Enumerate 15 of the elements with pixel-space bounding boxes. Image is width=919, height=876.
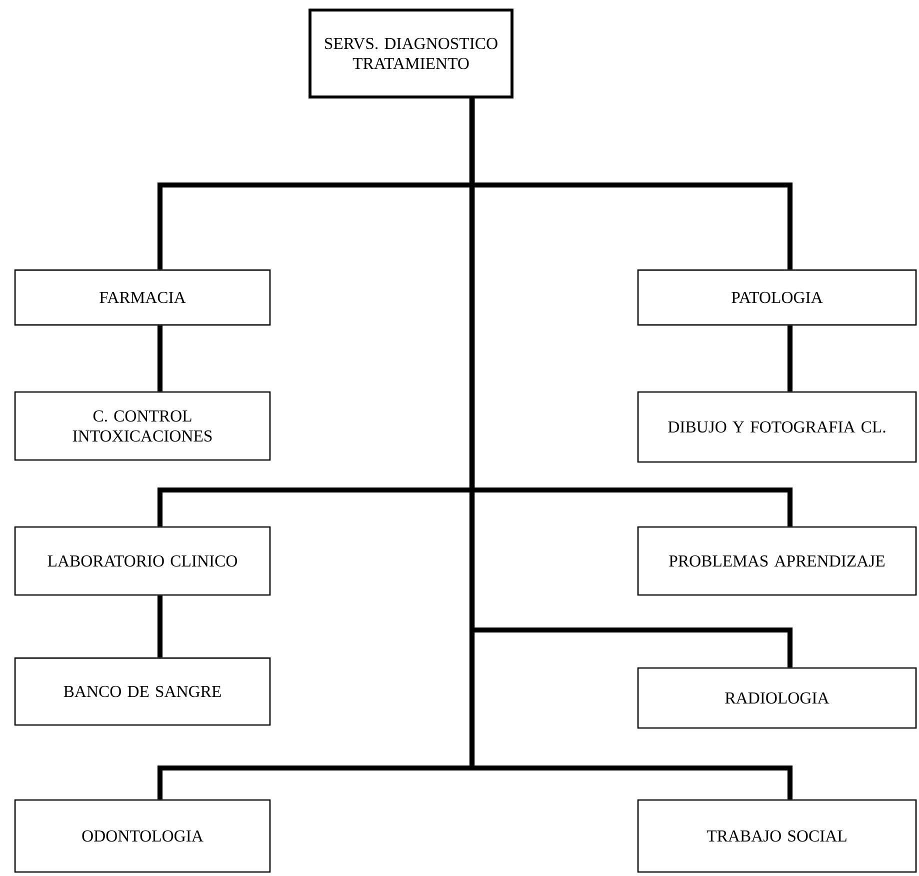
- unit-box: FARMACIA: [14, 269, 271, 326]
- root-box: SERVS. DIAGNOSTICO TRATAMIENTO: [308, 8, 514, 98]
- connector-line: [157, 326, 163, 392]
- connector-line: [469, 98, 793, 800]
- unit-box: C. CONTROL INTOXICACIONES: [14, 391, 271, 461]
- connector-line: [787, 326, 793, 392]
- unit-box: BANCO DE SANGRE: [14, 657, 271, 726]
- unit-box: RADIOLOGIA: [637, 667, 917, 729]
- unit-box: DIBUJO Y FOTOGRAFIA CL.: [637, 391, 917, 463]
- unit-box: PROBLEMAS APRENDIZAJE: [637, 526, 917, 596]
- unit-box: TRABAJO SOCIAL: [637, 799, 917, 873]
- connector-line: [157, 596, 163, 658]
- unit-box: ODONTOLOGIA: [14, 799, 271, 873]
- unit-box: LABORATORIO CLINICO: [14, 526, 271, 596]
- unit-box: PATOLOGIA: [637, 269, 917, 326]
